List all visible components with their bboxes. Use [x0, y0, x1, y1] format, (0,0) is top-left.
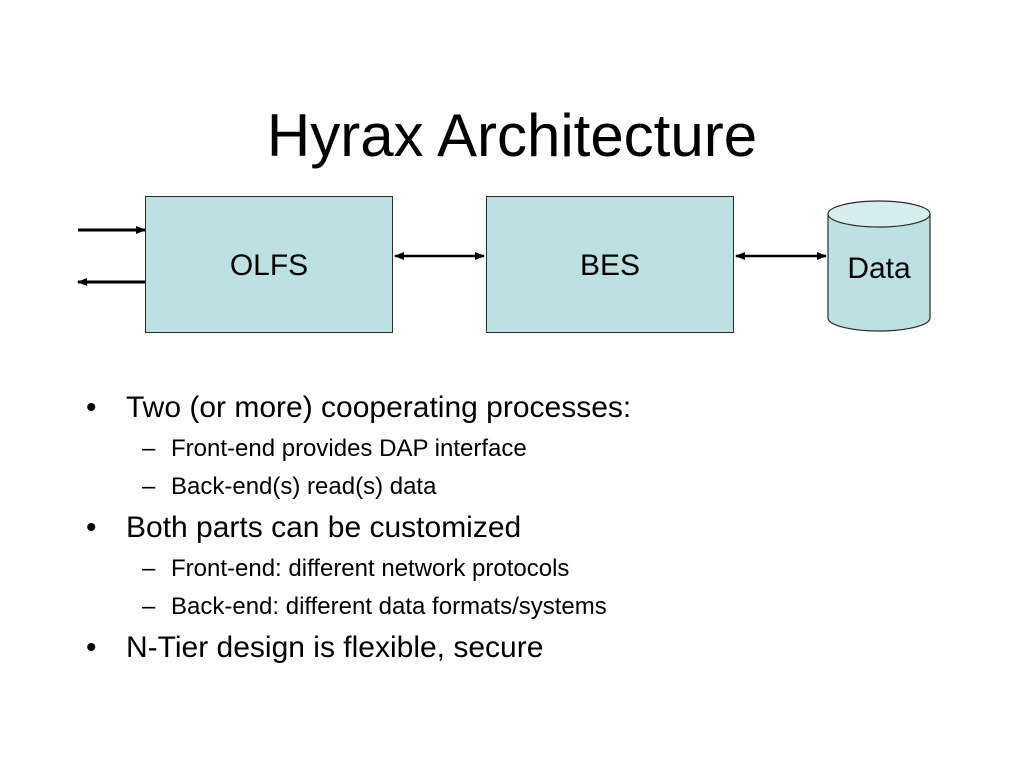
bullet-list: Two (or more) cooperating processes: Fro…	[86, 388, 986, 670]
bullet-item: Two (or more) cooperating processes:	[86, 388, 986, 428]
bullet-group: Both parts can be customized Front-end: …	[86, 508, 986, 626]
slide-title: Hyrax Architecture	[266, 102, 758, 169]
sub-bullet-item: Front-end: different network protocols	[86, 550, 986, 588]
bullet-item: Both parts can be customized	[86, 508, 986, 548]
data-store-label: Data	[847, 252, 911, 285]
sub-bullet-item: Back-end(s) read(s) data	[86, 468, 986, 506]
bullet-item: N-Tier design is flexible, secure	[86, 628, 986, 668]
data-store-cylinder	[827, 200, 931, 332]
bes-label: BES	[579, 249, 641, 282]
sub-bullet-item: Front-end provides DAP interface	[86, 430, 986, 468]
bullet-group: Two (or more) cooperating processes: Fro…	[86, 388, 986, 506]
olfs-label: OLFS	[229, 249, 309, 282]
sub-bullet-item: Back-end: different data formats/systems	[86, 588, 986, 626]
olfs-box: OLFS	[145, 196, 393, 333]
bullet-group: N-Tier design is flexible, secure	[86, 628, 986, 668]
bes-box: BES	[486, 196, 734, 333]
